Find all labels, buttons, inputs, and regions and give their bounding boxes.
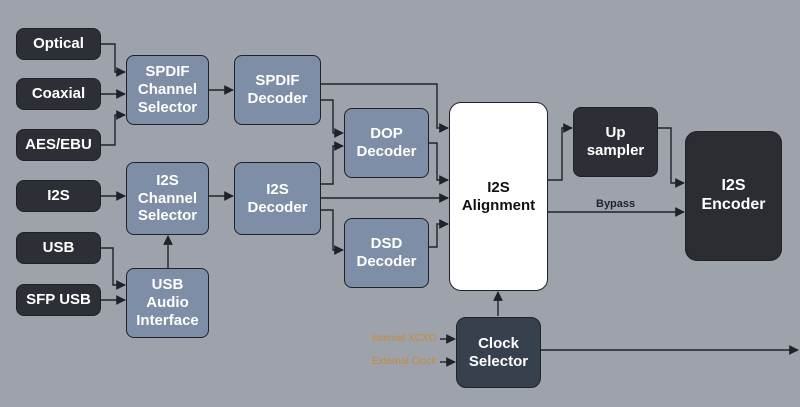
spdif-decoder: SPDIF Decoder <box>234 55 321 125</box>
usb-audio-interface: USB Audio Interface <box>126 268 209 338</box>
bypass-label: Bypass <box>596 198 636 210</box>
spdif-channel-selector: SPDIF Channel Selector <box>126 55 209 125</box>
external-clock-label: External Clock <box>372 356 437 367</box>
edge-alignment-to-upsampler <box>548 123 573 181</box>
edge-spdif-decoder-to-dop <box>321 99 344 138</box>
i2s-encoder: I2S Encoder <box>685 131 782 261</box>
edge-optical-to-spdif-selector <box>101 43 126 77</box>
edge-i2s-decoder-to-dsd <box>321 209 344 255</box>
i2s-input: I2S <box>16 180 101 212</box>
i2s-alignment: I2S Alignment <box>449 102 548 291</box>
sfp-usb-input: SFP USB <box>16 284 101 316</box>
edge-upsampler-to-encoder <box>658 127 685 188</box>
clock-selector: Clock Selector <box>456 317 541 388</box>
edge-dop-to-alignment <box>429 142 449 185</box>
upsampler: Up sampler <box>573 107 658 177</box>
i2s-channel-selector: I2S Channel Selector <box>126 162 209 235</box>
coaxial-input: Coaxial <box>16 78 101 110</box>
usb-input: USB <box>16 232 101 264</box>
internal-clock-label: Internal XCXO <box>372 333 437 344</box>
edge-aes-to-spdif-selector <box>101 110 126 146</box>
edge-dsd-to-alignment <box>429 219 449 248</box>
edge-spdif-decoder-to-alignment <box>321 83 449 133</box>
dop-decoder: DOP Decoder <box>344 108 429 178</box>
aes-ebu-input: AES/EBU <box>16 129 101 161</box>
edge-i2s-decoder-to-dop <box>321 141 344 185</box>
i2s-decoder: I2S Decoder <box>234 162 321 235</box>
optical-input: Optical <box>16 28 101 60</box>
dsd-decoder: DSD Decoder <box>344 218 429 288</box>
edge-usb-to-usb-interface <box>101 247 126 290</box>
